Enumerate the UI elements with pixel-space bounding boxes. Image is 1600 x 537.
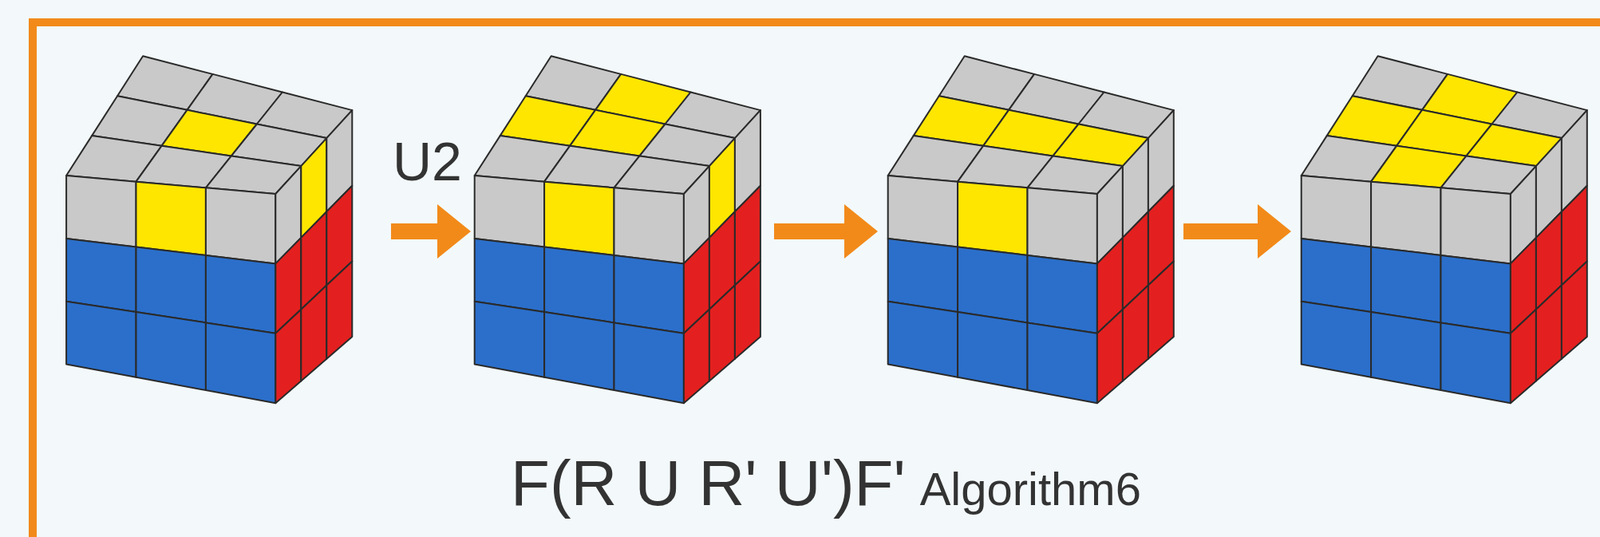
arrow-head	[844, 204, 878, 259]
sticker	[1027, 322, 1098, 403]
sticker	[734, 260, 761, 359]
sticker	[205, 187, 276, 264]
sticker	[1441, 322, 1511, 403]
sticker	[1301, 301, 1371, 378]
algorithm-notation: F(R U R' U')F'	[510, 446, 906, 521]
sticker	[1370, 312, 1441, 391]
sticker	[1097, 309, 1123, 404]
sticker	[205, 322, 276, 403]
sticker	[888, 175, 958, 247]
sticker	[326, 260, 352, 359]
sticker	[1122, 285, 1149, 382]
arrow-shaft	[391, 223, 438, 240]
sticker	[1027, 187, 1098, 264]
rubiks-cube	[474, 55, 761, 403]
sticker	[1441, 255, 1511, 334]
sticker	[888, 238, 958, 313]
sticker	[544, 246, 614, 323]
sticker	[300, 285, 327, 382]
sticker	[1301, 175, 1371, 247]
step-arrow	[1183, 204, 1292, 259]
sticker	[474, 175, 545, 247]
arrow-shaft	[1183, 223, 1258, 240]
sticker	[1536, 285, 1562, 382]
sticker	[614, 322, 684, 403]
move-label: U2	[392, 134, 463, 189]
rubiks-cube	[888, 55, 1174, 403]
sticker	[66, 301, 136, 378]
sticker	[544, 181, 614, 256]
sticker	[136, 246, 206, 323]
caption-row: F(R U R' U')F' Algorithm6	[510, 446, 1142, 521]
arrow-head	[437, 204, 471, 259]
rubiks-cube	[66, 55, 352, 403]
sticker	[957, 312, 1028, 391]
algorithm-name: Algorithm6	[920, 462, 1142, 516]
sticker	[1510, 309, 1537, 404]
arrow-shaft	[774, 223, 845, 240]
sticker	[544, 312, 614, 391]
sticker	[683, 309, 710, 404]
sticker	[205, 255, 276, 334]
sticker	[275, 309, 301, 404]
sticker	[474, 301, 545, 378]
sticker	[957, 181, 1028, 256]
sticker	[1148, 260, 1174, 359]
sticker	[957, 246, 1028, 323]
sticker	[474, 238, 545, 313]
sticker	[614, 187, 684, 264]
rubiks-cube	[1301, 55, 1588, 403]
sticker	[1301, 238, 1371, 313]
step-arrow	[774, 204, 878, 259]
sticker	[888, 301, 958, 378]
sticker	[66, 238, 136, 313]
sticker	[66, 175, 136, 247]
sticker	[136, 181, 206, 256]
sticker	[1561, 260, 1588, 359]
step-arrow	[391, 204, 471, 259]
sticker	[1370, 181, 1441, 256]
sticker	[614, 255, 684, 334]
sticker	[1027, 255, 1098, 334]
sticker	[136, 312, 206, 391]
sticker	[709, 285, 735, 382]
sticker	[1370, 246, 1441, 323]
sticker	[1441, 187, 1511, 264]
arrow-head	[1257, 204, 1292, 259]
